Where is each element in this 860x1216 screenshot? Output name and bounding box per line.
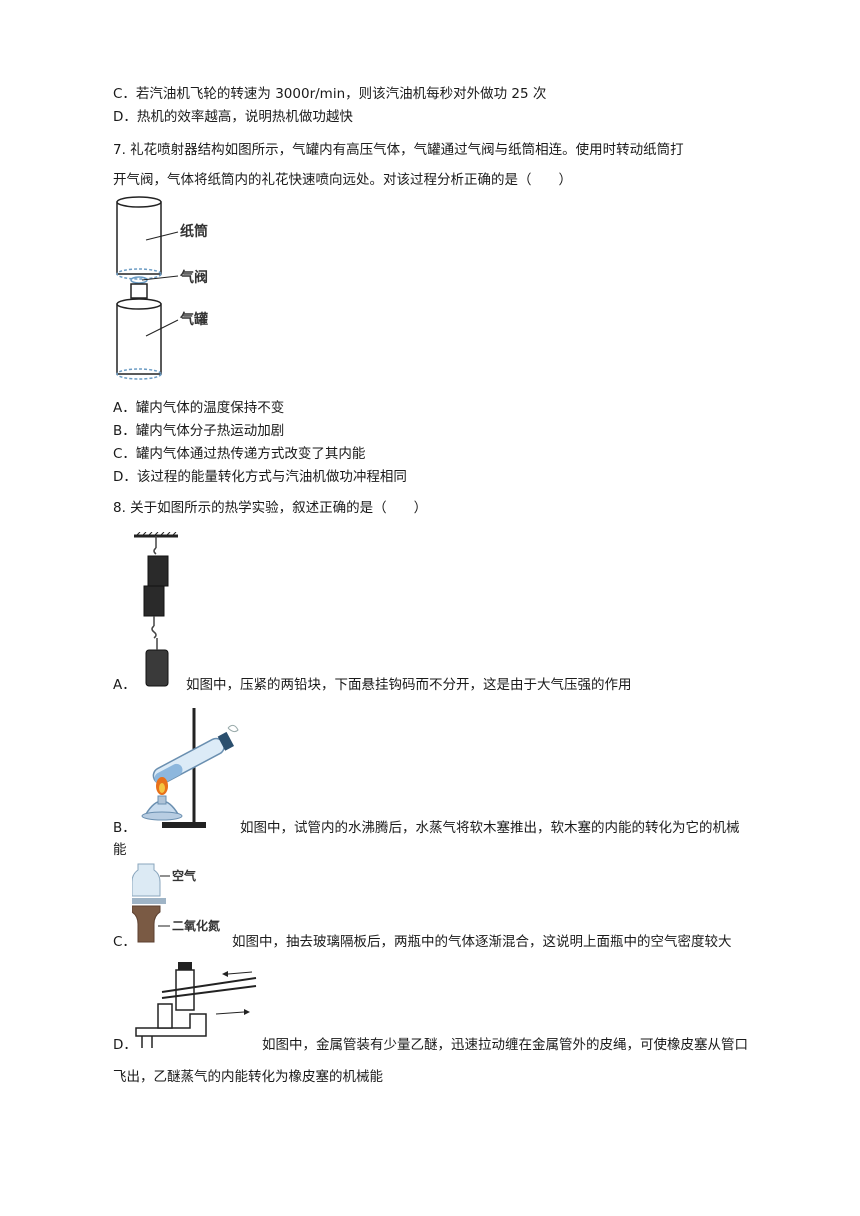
q8-option-a-text: 如图中，压紧的两铅块，下面悬挂钩码而不分开，这是由于大气压强的作用	[186, 677, 632, 693]
label-gas-tank: 气罐	[179, 311, 208, 328]
q8-option-b-letter: B．	[113, 820, 136, 836]
q7-option-b: B．罐内气体分子热运动加剧	[113, 423, 285, 439]
q8-option-c-letter: C．	[113, 934, 136, 950]
label-nitrogen-dioxide: 二氧化氮	[172, 918, 220, 933]
q6-option-c: C．若汽油机飞轮的转速为 3000r/min，则该汽油机每秒对外做功 25 次	[113, 86, 547, 102]
q6-option-d: D．热机的效率越高，说明热机做功越快	[113, 109, 353, 125]
q7-option-a: A．罐内气体的温度保持不变	[113, 400, 285, 416]
lead-blocks-figure	[134, 532, 178, 687]
q8-option-b-text-continued: 能	[113, 842, 127, 858]
q8-option-a-letter: A．	[113, 677, 136, 693]
q7-option-d: D．该过程的能量转化方式与汽油机做功冲程相同	[113, 469, 407, 485]
metal-tube-figure	[135, 962, 257, 1048]
label-air: 空气	[172, 868, 196, 883]
fireworks-launcher-figure: 纸筒 气阀 气罐	[116, 196, 208, 380]
q8-option-c-text: 如图中，抽去玻璃隔板后，两瓶中的气体逐渐混合，这说明上面瓶中的空气密度较大	[232, 934, 732, 950]
q8-option-d-text-continued: 飞出，乙醚蒸气的内能转化为橡皮塞的机械能	[113, 1069, 383, 1085]
gas-bottles-figure: 空气 二氧化氮	[132, 863, 220, 943]
q8-option-b-text: 如图中，试管内的水沸腾后，水蒸气将软木塞推出，软木塞的内能的转化为它的机械	[240, 820, 740, 836]
q7-option-c: C．罐内气体通过热传递方式改变了其内能	[113, 446, 366, 462]
label-paper-tube: 纸筒	[180, 223, 208, 240]
q7-stem-line-2: 开气阀，气体将纸筒内的礼花快速喷向远处。对该过程分析正确的是（ ）	[113, 172, 572, 188]
q8-option-d-letter: D．	[113, 1037, 137, 1053]
label-valve: 气阀	[179, 269, 208, 286]
q8-stem: 8. 关于如图所示的热学实验，叙述正确的是（ ）	[113, 500, 428, 516]
test-tube-figure	[141, 708, 239, 828]
q7-stem-line-1: 7. 礼花喷射器结构如图所示，气罐内有高压气体，气罐通过气阀与纸筒相连。使用时转…	[113, 142, 684, 158]
q8-option-d-text: 如图中，金属管装有少量乙醚，迅速拉动缠在金属管外的皮绳，可使橡皮塞从管口	[262, 1037, 748, 1053]
